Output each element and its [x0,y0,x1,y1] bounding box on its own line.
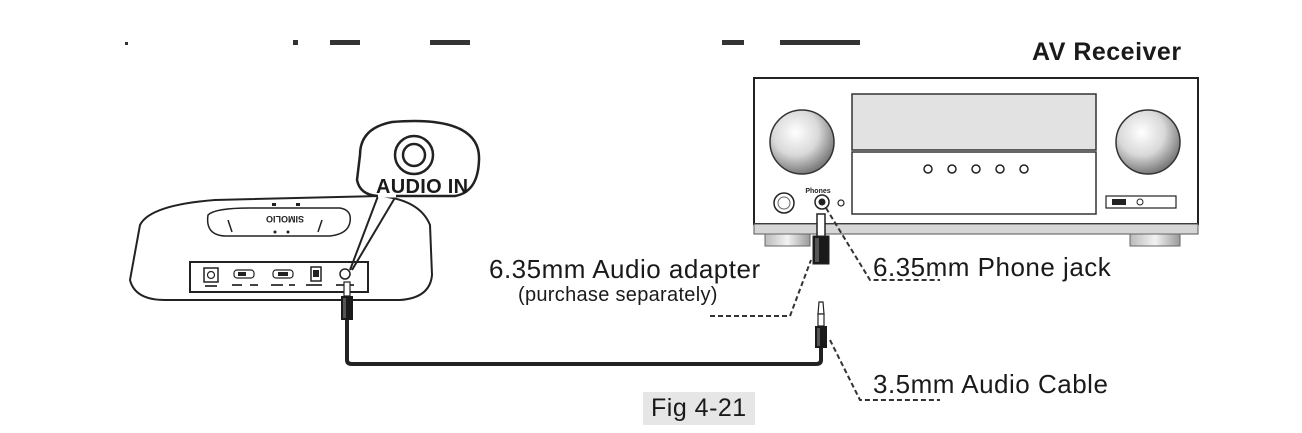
adapter-plug [812,213,830,265]
receiver-display [851,93,1097,151]
base-brand-label: SIMOLIO [266,214,304,224]
leader-lines [710,207,940,401]
cropped-text-remnant [125,40,860,45]
adapter-label: 6.35mm Audio adapter [489,254,761,284]
figure-caption: Fig 4-21 [643,392,755,425]
input-knob-icon [1115,109,1181,175]
receiver-phones-label: Phones [805,188,830,195]
phone-jack-label: 6.35mm Phone jack [873,252,1112,282]
audio-in-label: AUDIO IN [376,176,469,198]
audio-cable [345,320,823,366]
av-receiver [753,77,1199,247]
receiver-buttons [923,164,1029,174]
av-receiver-title: AV Receiver [1032,38,1182,66]
volume-knob-icon [769,109,835,175]
audio-in-callout [349,119,481,271]
cable-plug-left [341,281,353,320]
transmitter-base [128,194,434,301]
adapter-note-label: (purchase separately) [518,284,718,306]
cable-label: 3.5mm Audio Cable [873,369,1109,399]
cable-plug-right [815,301,827,348]
audio-in-port [339,268,351,280]
